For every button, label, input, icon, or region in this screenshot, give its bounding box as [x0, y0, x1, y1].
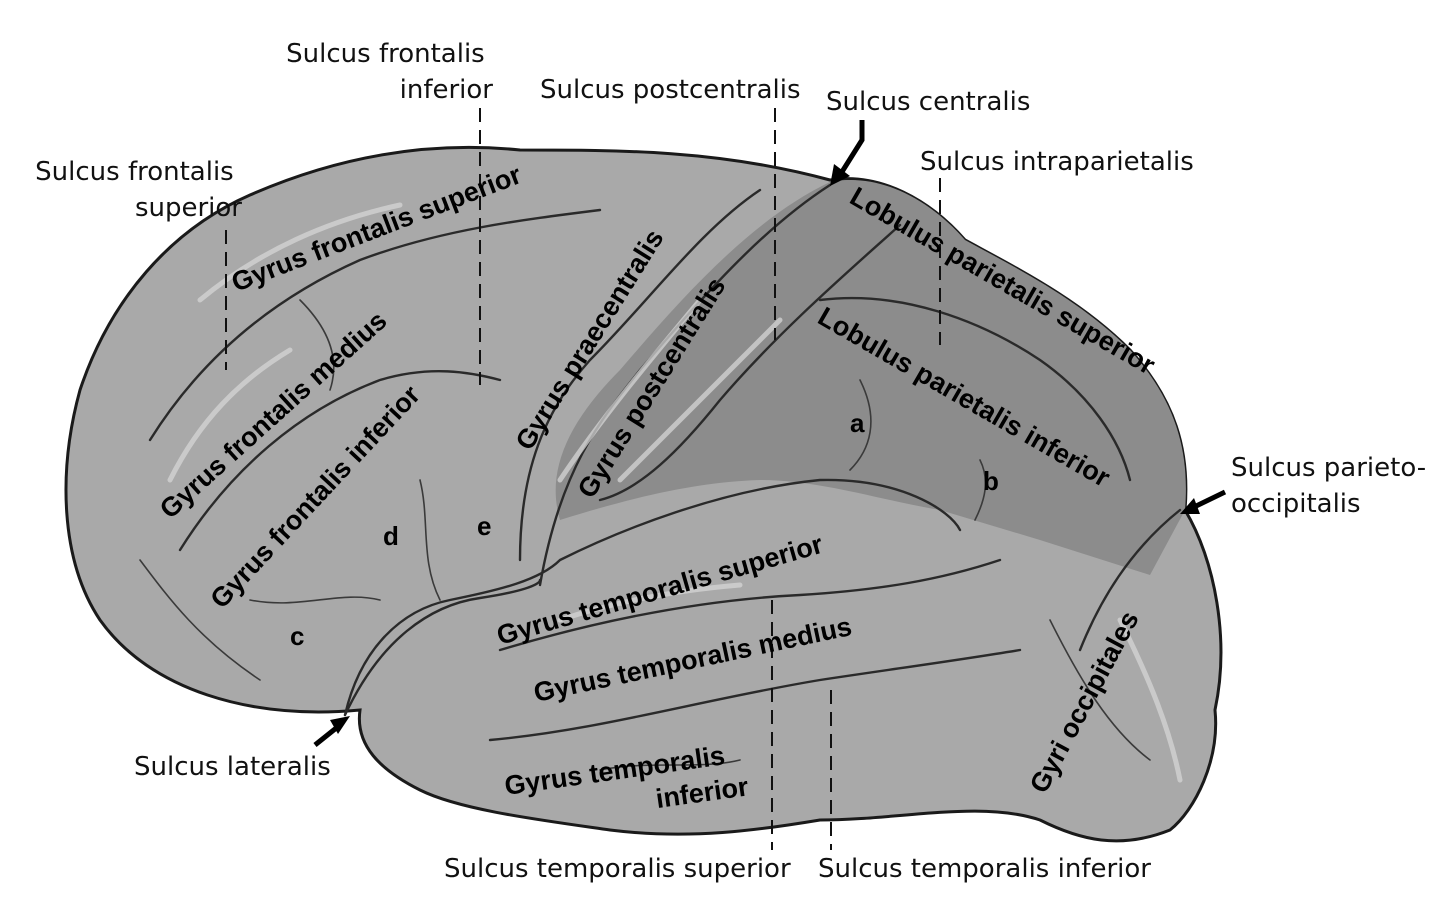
minor-fold-3	[139, 559, 261, 681]
minor-fold-2	[419, 479, 441, 601]
sulcus-temporalis-inferior-line	[488, 648, 1022, 742]
gloss-3	[617, 317, 783, 483]
marker-b: b	[983, 466, 999, 496]
gloss-6	[167, 347, 293, 483]
minor-fold-5	[974, 459, 987, 521]
sulcus-praecentralis-line	[518, 188, 762, 562]
gloss-2	[557, 297, 703, 483]
label-sulcus-parieto-occipitalis: Sulcus parieto- occipitalis	[1231, 453, 1434, 519]
arrow-sulcus-parieto-occipitalis-head	[1180, 498, 1200, 514]
label-sulcus-centralis: Sulcus centralis	[826, 87, 1030, 117]
temporal-lobe-outline	[343, 478, 962, 717]
sulcus-lateralis-line	[343, 578, 542, 717]
minor-fold-6	[599, 759, 741, 771]
marker-a: a	[850, 408, 865, 438]
label-sulcus-frontalis-inferior: Sulcus frontalis inferior	[286, 39, 493, 105]
parietal-region	[555, 179, 1186, 575]
minor-fold-7	[299, 299, 335, 391]
sulcus-labels: Sulcus frontalis inferior Sulcus postcen…	[35, 39, 1434, 884]
arrow-sulcus-parieto-occipitalis	[1190, 489, 1227, 511]
brain-illustration	[64, 145, 1223, 843]
arrow-sulcus-centralis	[837, 120, 865, 177]
sulcus-intraparietalis-line	[818, 296, 1132, 482]
leader-lines	[225, 108, 1227, 850]
gloss-4	[557, 582, 743, 623]
minor-fold-4	[1049, 619, 1151, 761]
marker-e: e	[477, 511, 491, 541]
sulcus-postcentralis-line	[598, 223, 902, 502]
label-sulcus-temporalis-superior: Sulcus temporalis superior	[444, 854, 791, 884]
arrow-sulcus-centralis-head	[830, 164, 850, 186]
sulcus-frontalis-inferior-line	[178, 369, 502, 552]
label-sulcus-intraparietalis: Sulcus intraparietalis	[920, 147, 1194, 177]
label-sulcus-postcentralis: Sulcus postcentralis	[540, 75, 801, 105]
minor-fold-8	[849, 379, 872, 471]
sulcus-temporalis-superior-line	[498, 558, 1002, 652]
label-sulcus-temporalis-inferior: Sulcus temporalis inferior	[818, 854, 1151, 884]
marker-d: d	[383, 521, 399, 551]
gloss-1	[197, 202, 403, 303]
sulcus-parieto-occipitalis-line	[1078, 508, 1182, 652]
label-sulcus-frontalis-superior: Sulcus frontalis superior	[35, 157, 242, 223]
gloss-5	[1117, 617, 1183, 783]
letter-markers: a b c d e	[290, 408, 999, 651]
minor-fold-1	[249, 596, 381, 604]
marker-c: c	[290, 621, 304, 651]
arrow-sulcus-lateralis-head	[330, 716, 350, 734]
sulcus-frontalis-superior-line	[148, 208, 602, 442]
label-sulcus-lateralis: Sulcus lateralis	[134, 752, 331, 782]
